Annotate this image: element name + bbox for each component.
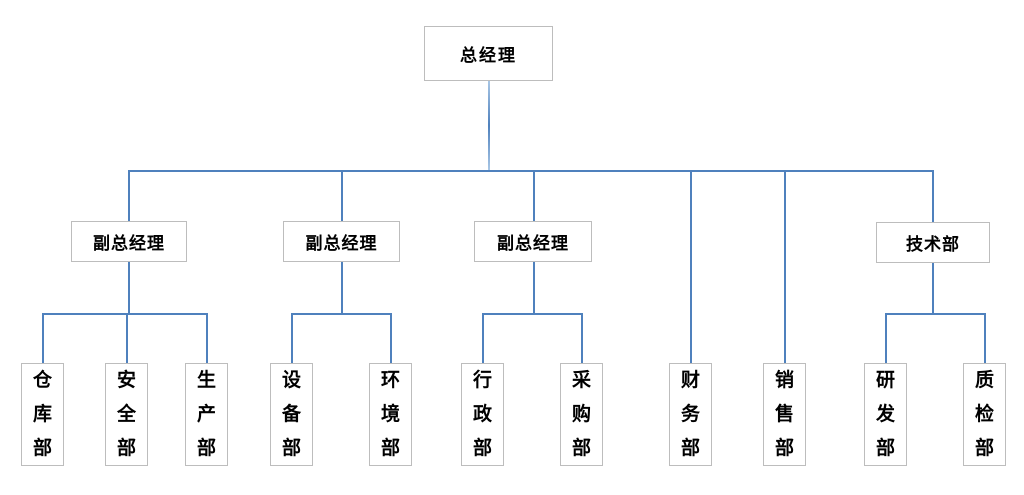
connector-drop-deputy-gm-2 (341, 170, 343, 221)
node-dept-finance: 财务部 (669, 363, 712, 466)
connector-stub-production (206, 313, 208, 363)
node-general-manager: 总经理 (424, 26, 553, 81)
dept-label: 仓库部 (32, 369, 52, 459)
node-tech-dept: 技术部 (876, 222, 990, 263)
node-deputy-gm-2: 副总经理 (283, 221, 400, 262)
connector-stem-group-2 (341, 262, 343, 313)
dept-label: 行政部 (472, 369, 492, 459)
connector-stub-purchasing (581, 313, 583, 363)
dept-label: 生产部 (196, 369, 216, 459)
connector-drop-deputy-gm-1 (128, 170, 130, 221)
connector-horizontal-group-3 (482, 313, 582, 315)
node-dept-warehouse: 仓库部 (21, 363, 64, 466)
node-dept-rnd: 研发部 (864, 363, 907, 466)
node-dept-purchasing: 采购部 (560, 363, 603, 466)
connector-drop-sales (784, 170, 786, 363)
node-deputy-gm-1: 副总经理 (71, 221, 187, 262)
dept-label: 设备部 (281, 369, 301, 459)
node-dept-administration: 行政部 (461, 363, 504, 466)
connector-horizontal-group-tech (885, 313, 985, 315)
connector-horizontal-group-1 (42, 313, 207, 315)
dept-label: 安全部 (116, 369, 136, 459)
dept-label: 销售部 (774, 369, 794, 459)
connector-stub-quality (984, 313, 986, 363)
dept-label: 质检部 (974, 369, 994, 459)
connector-stub-administration (482, 313, 484, 363)
node-deputy-gm-3: 副总经理 (474, 221, 592, 262)
connector-drop-finance (690, 170, 692, 363)
node-dept-equipment: 设备部 (270, 363, 313, 466)
connector-stem-group-3 (533, 262, 535, 313)
connector-stub-safety (126, 313, 128, 363)
dept-label: 采购部 (571, 369, 591, 459)
dept-label: 研发部 (875, 369, 895, 459)
connector-main-horizontal (128, 170, 934, 172)
connector-stem-group-1 (128, 262, 130, 313)
connector-stub-rnd (885, 313, 887, 363)
connector-stub-equipment (291, 313, 293, 363)
dept-label: 环境部 (380, 369, 400, 459)
connector-stub-environment (390, 313, 392, 363)
connector-drop-tech-dept (932, 170, 934, 222)
node-dept-sales: 销售部 (763, 363, 806, 466)
connector-root-stem (488, 81, 490, 170)
dept-label: 财务部 (680, 369, 700, 459)
node-dept-quality: 质检部 (963, 363, 1006, 466)
node-dept-environment: 环境部 (369, 363, 412, 466)
connector-stem-group-tech (932, 263, 934, 313)
connector-stub-warehouse (42, 313, 44, 363)
connector-drop-deputy-gm-3 (533, 170, 535, 221)
connector-horizontal-group-2 (291, 313, 391, 315)
node-dept-safety: 安全部 (105, 363, 148, 466)
node-dept-production: 生产部 (185, 363, 228, 466)
